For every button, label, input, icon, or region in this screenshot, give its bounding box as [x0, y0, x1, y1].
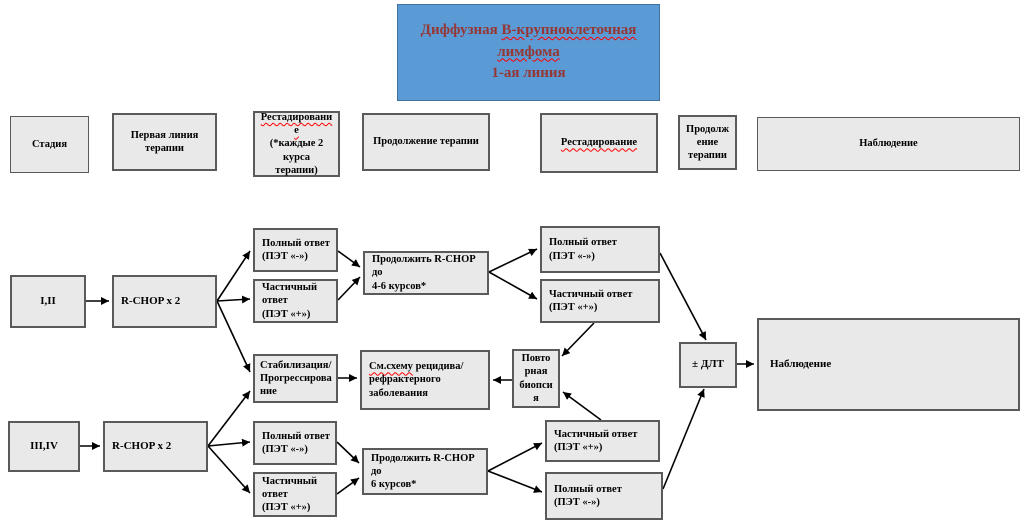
flow-arrow	[488, 248, 538, 273]
node-complete-response-top-1: Полный ответ (ПЭТ «-»)	[253, 228, 338, 272]
header-continue-therapy-2: Продолж ение терапии	[678, 115, 737, 170]
node-observation: Наблюдение	[757, 318, 1020, 411]
flow-arrow	[562, 391, 602, 421]
header-continue-therapy: Продолжение терапии	[362, 113, 490, 171]
flow-arrow	[659, 252, 707, 341]
flow-arrow	[487, 470, 543, 493]
title-box: Диффузная В-крупноклеточная лимфома 1-ая…	[397, 4, 660, 101]
flow-arrow	[216, 300, 251, 373]
node-stage-iii-iv: III,IV	[8, 421, 80, 472]
flow-arrow	[336, 441, 360, 464]
flow-arrow	[488, 271, 538, 300]
flow-arrow	[662, 388, 705, 490]
node-complete-response-top-2: Полный ответ (ПЭТ «-»)	[540, 226, 660, 273]
flow-arrow	[337, 276, 361, 301]
flow-arrow	[336, 477, 360, 495]
node-stabilization-progression: Стабилизация/ Прогрессирова ние	[253, 354, 338, 403]
node-continue-rchop-6-courses: Продолжить R-CHOP до 6 курсов*	[362, 448, 488, 495]
node-radiotherapy-dlt: ± ДЛТ	[679, 342, 737, 388]
node-complete-response-bottom-2: Полный ответ (ПЭТ «-»)	[545, 472, 663, 520]
node-stage-i-ii: I,II	[10, 275, 86, 328]
node-rchop-x2-top: R-CHOP x 2	[112, 275, 217, 328]
node-rchop-x2-bottom: R-CHOP x 2	[103, 421, 208, 472]
header-observation: Наблюдение	[757, 117, 1020, 171]
node-repeat-biopsy: Повто рная биопси я	[512, 349, 560, 408]
header-restaging: Рестадирование	[540, 113, 658, 173]
header-stage: Стадия	[10, 116, 89, 173]
header-first-line-therapy: Первая линия терапии	[112, 113, 217, 171]
node-continue-rchop-4-6-courses: Продолжить R-CHOP до 4-6 курсов*	[363, 251, 489, 295]
header-restaging-every-2-courses: Рестадировани е (*каждые 2 курса терапии…	[253, 111, 340, 177]
flow-arrow	[207, 445, 251, 494]
flow-arrow	[207, 390, 251, 447]
node-see-relapse-schema: См.схему рецидива/ рефрактерного заболев…	[360, 350, 490, 410]
flow-arrow	[561, 322, 595, 357]
node-partial-response-bottom-2: Частичный ответ (ПЭТ «+»)	[545, 420, 660, 462]
flow-arrow	[216, 295, 251, 304]
node-partial-response-top-2: Частичный ответ (ПЭТ «+»)	[540, 279, 660, 323]
node-partial-response-top-1: Частичный ответ (ПЭТ «+»)	[253, 279, 338, 323]
flow-arrow	[216, 250, 251, 302]
flow-arrow	[207, 438, 251, 447]
flow-arrow	[487, 442, 543, 472]
flow-arrow	[337, 250, 361, 268]
page-title: Диффузная В-крупноклеточная лимфома 1-ая…	[420, 21, 637, 82]
node-partial-response-bottom-1: Частичный ответ (ПЭТ «+»)	[253, 472, 337, 517]
node-complete-response-bottom-1: Полный ответ (ПЭТ «-»)	[253, 421, 337, 465]
